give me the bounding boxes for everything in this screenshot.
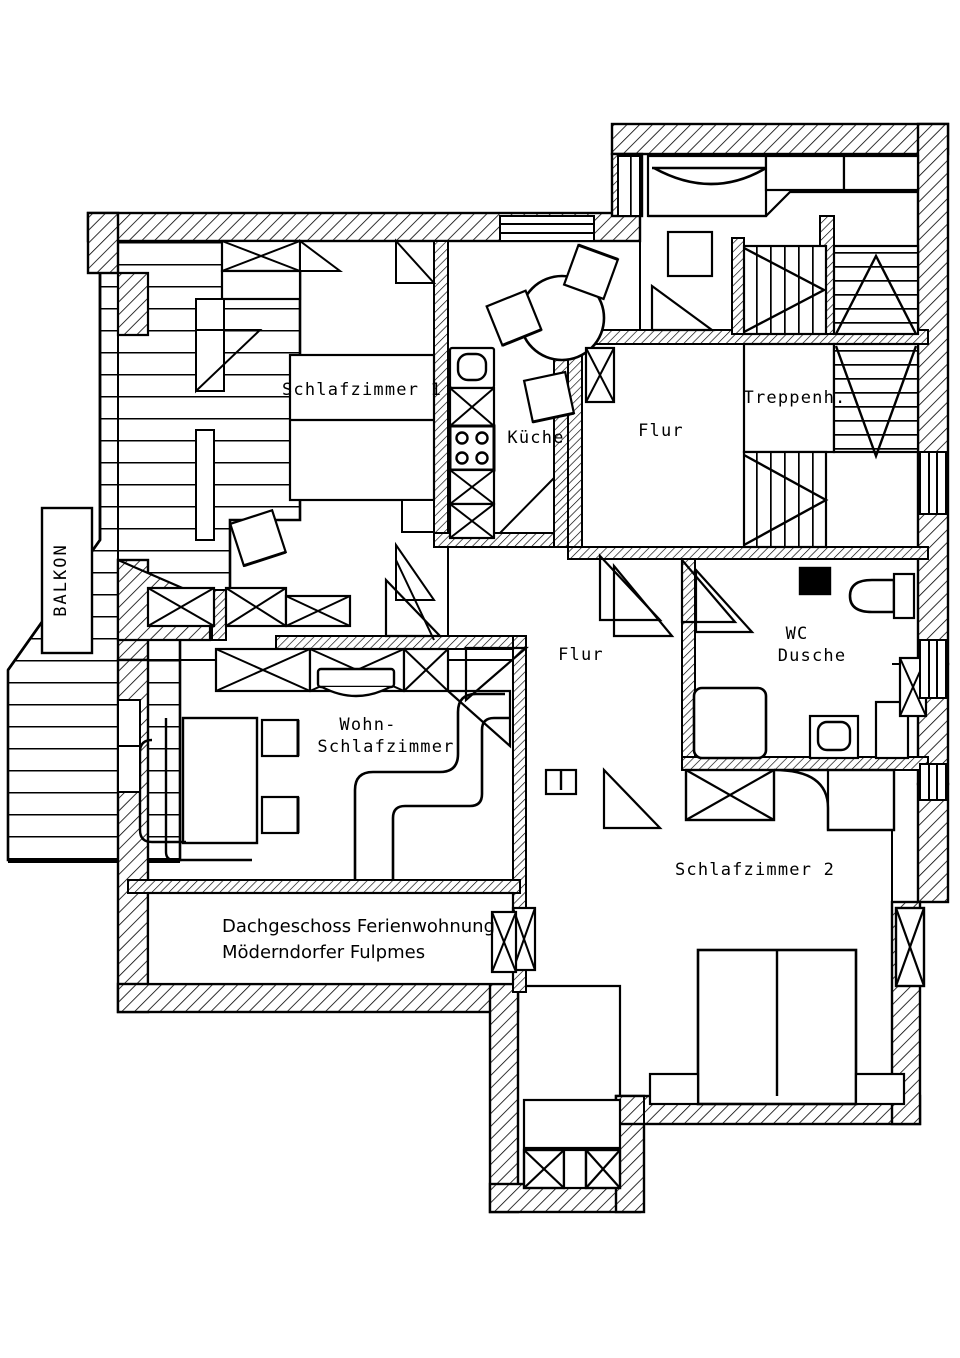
room-treppenhaus [742,244,920,549]
chair-icon [260,795,300,835]
stair-treads-icon [832,342,920,454]
room-schlafzimmer-1 [195,238,437,641]
room-flur-unten [464,562,675,830]
armchair-icon [773,768,896,832]
stair-direction-arrow [743,246,827,334]
right-wall-openings [919,451,947,801]
door-swing-icon [650,283,716,332]
stair-treads-icon [742,450,828,549]
stair-direction-arrow [834,345,918,460]
window-symbol [490,910,518,974]
window-symbol [684,768,776,822]
window-symbol [894,906,926,988]
label-flur-unten: Flur [558,645,604,665]
window-symbol [448,386,496,428]
nightstand [854,1072,906,1106]
door-swing-icon [694,567,755,634]
label-schlafzimmer-2: Schlafzimmer 2 [675,860,835,880]
chair-icon [228,508,288,568]
title-line-1: Dachgeschoss Ferienwohnung [222,916,495,937]
label-schlafzimmer-1: Schlafzimmer 1 [282,380,442,400]
wash-basin-icon [653,166,767,186]
door-swing-icon [395,238,437,284]
room-flur-oben [598,553,738,624]
label-wohn: Wohn- [339,715,396,735]
door-swing-icon [680,557,738,624]
door-swing-icon [612,562,675,638]
nightstand [401,499,435,533]
shaft-icon [798,566,832,596]
window-symbol [220,239,302,301]
stove-four-burner-icon [448,424,496,472]
label-wohnschlafzimmer: Schlafzimmer [317,737,454,757]
label-treppenhaus: Treppenh. [744,388,847,408]
bed-wohnschlafzimmer [181,716,259,845]
title-line-2: Möderndorfer Fulpmes [222,942,425,963]
door-swing-icon [497,475,555,534]
chair-icon [522,370,576,424]
fixture [666,230,714,278]
title-block [146,891,537,986]
chair-icon [260,718,300,758]
upper-right-block [617,154,920,332]
door-swing-icon [299,239,343,272]
room-labels: Schlafzimmer 1 Küche Flur Treppenh. Flur… [51,380,847,963]
label-wc: WC [786,624,809,644]
sink-basin-icon [816,720,852,752]
label-balkon: BALKON [51,543,71,616]
balcony-area [6,213,302,863]
stair-treads-icon [742,244,828,336]
shower-tray-icon [692,686,768,760]
window-symbol [448,468,496,540]
bed-schlafzimmer1 [288,353,436,502]
chair-icon [485,289,543,347]
window-symbol [214,647,450,693]
window-symbol [146,586,352,628]
door-swing-icon [384,577,443,638]
door-swing-icon [598,553,663,622]
label-flur-oben: Flur [638,421,684,441]
label-kueche: Küche [507,428,564,448]
label-dusche: Dusche [778,646,847,666]
room-wohn-schlafzimmer [117,577,512,880]
stair-treads-icon [832,244,920,336]
top-wall-openings [499,215,595,242]
door-swing-icon [602,767,663,830]
chair-icon [562,243,620,301]
toilet-icon [848,572,916,620]
sofa-icon [353,692,505,880]
door-swing-icon [195,329,263,394]
wash-basin-icon [316,667,396,698]
room-kueche [448,243,620,540]
window-symbol [522,1148,622,1190]
nightstand [648,1072,700,1106]
sink-basin-icon [456,352,488,382]
window-symbol [584,346,616,404]
room-schlafzimmer-2 [490,768,926,1190]
door-swing-icon [464,646,529,703]
balcony-label-box [40,506,94,655]
